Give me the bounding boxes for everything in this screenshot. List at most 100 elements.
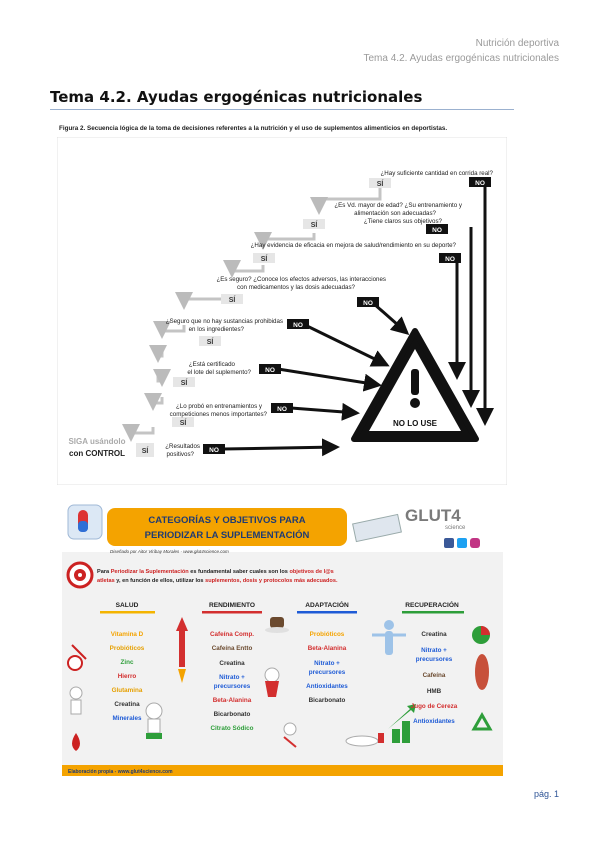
muscle-icon — [475, 654, 489, 690]
question-8a: ¿Resultados — [165, 443, 200, 450]
target-icon — [66, 561, 94, 589]
decision-flowchart: SÍ SÍ SÍ SÍ SÍ SÍ SÍ SÍ ¿Hay suficiente … — [57, 137, 507, 485]
adaptacion-item: Bicarbonato — [309, 697, 346, 704]
recuperacion-item: Antioxidantes — [413, 718, 455, 725]
supplement-box-icon — [352, 513, 402, 543]
salud-item: Glutamina — [112, 687, 143, 694]
no-label-7: NO — [277, 406, 287, 413]
intro-line-1: Para Periodizar la Suplementación es fun… — [97, 569, 334, 575]
growth-arrow-icon — [388, 704, 416, 743]
supplementation-infographic: CATEGORÍAS Y OBJETIVOS PARA PERIODIZAR L… — [62, 497, 503, 776]
recuperacion-item: precursores — [416, 656, 453, 663]
rendimiento-item: Cafeína Entto — [212, 645, 253, 652]
category-recuperacion: RECUPERACIÓN — [405, 600, 459, 609]
salud-item: Probióticos — [110, 645, 145, 652]
question-4a: ¿Es seguro? ¿Conoce los efectos adversos… — [216, 276, 386, 283]
rocket-icon — [176, 617, 188, 683]
rendimiento-item: Creatina — [219, 660, 245, 667]
question-5a: ¿Seguro que no hay sustancias prohibidas — [166, 318, 283, 325]
page-title: Tema 4.2. Ayudas ergogénicas nutricional… — [50, 88, 423, 106]
runner-icon — [283, 722, 297, 748]
category-adaptacion: ADAPTACIÓN — [305, 600, 349, 609]
question-2a: ¿Es Vd. mayor de edad? ¿Su entrenamiento… — [334, 202, 463, 209]
category-salud: SALUD — [116, 602, 139, 609]
yes-label-3: SÍ — [261, 254, 269, 263]
footer-text: Elaboración propia - www.glut4science.co… — [68, 769, 173, 775]
question-3: ¿Hay evidencia de eficacia en mejora de … — [251, 242, 457, 249]
question-4b: con medicamentos y las dosis adecuadas? — [237, 284, 356, 291]
salud-item: Creatina — [114, 701, 140, 708]
no-arrows — [222, 181, 494, 457]
category-rendimiento: RENDIMIENTO — [209, 602, 255, 609]
question-1: ¿Hay suficiente cantidad en corrida real… — [381, 170, 494, 177]
no-label-1: NO — [475, 180, 485, 187]
page-number: pág. 1 — [533, 789, 559, 799]
yes-label-4: SÍ — [229, 295, 237, 304]
salud-item: Hierro — [118, 673, 137, 680]
question-8b: positivos? — [166, 451, 194, 458]
question-6a: ¿Está certificado — [189, 361, 236, 368]
warning-label: NO LO USE — [393, 419, 438, 428]
intro-line-2: atletas y, en función de ellos, utilizar… — [97, 578, 338, 584]
question-7a: ¿Lo probó en entrenamientos y — [176, 403, 263, 410]
question-5b: en los ingredientes? — [189, 326, 245, 333]
question-2c: ¿Tiene claros sus objetivos? — [364, 218, 443, 225]
rendimiento-item: Beta-Alanina — [213, 697, 252, 704]
no-label-8: NO — [209, 447, 219, 454]
salud-item: Minerales — [112, 715, 142, 722]
human-body-icon — [372, 620, 406, 655]
brand-logo: GLUT4 — [405, 506, 461, 525]
yes-label-7: SÍ — [180, 418, 188, 427]
yes-label-2: SÍ — [311, 220, 319, 229]
rendimiento-item: Bicarbonato — [214, 711, 251, 718]
no-label-5: NO — [293, 322, 303, 329]
header-line-2: Tema 4.2. Ayudas ergogénicas nutricional… — [363, 53, 560, 64]
question-7b: competiciones menos importantes? — [170, 411, 268, 418]
adaptacion-item: Beta-Alanina — [308, 645, 347, 652]
banner-line-1: CATEGORÍAS Y OBJETIVOS PARA — [148, 515, 305, 526]
recuperacion-item: Jugo de Cereza — [411, 703, 458, 710]
salud-item: Vitamina D — [111, 631, 144, 638]
siga-label-2: con CONTROL — [69, 449, 125, 458]
pills-icon — [67, 504, 103, 540]
no-label-6: NO — [265, 367, 275, 374]
no-label-4: NO — [363, 300, 373, 307]
recuperacion-item: Nitrato + — [421, 647, 447, 654]
warning-icon — [351, 328, 479, 442]
no-label-2: NO — [432, 227, 442, 234]
rendimiento-item: precursores — [214, 683, 251, 690]
thumbs-up-figure-icon — [69, 686, 83, 715]
question-6b: el lote del suplemento? — [187, 369, 251, 376]
rendimiento-item: Nitrato + — [219, 674, 245, 681]
blood-drop-icon — [72, 733, 80, 751]
figure-caption: Figura 2. Secuencia lógica de la toma de… — [59, 125, 448, 132]
dart-icon — [67, 644, 87, 671]
rendimiento-item: Citrato Sódico — [210, 725, 253, 732]
siga-label-1: SIGA usándolo — [68, 437, 125, 446]
yes-label-5: SÍ — [207, 337, 215, 346]
adaptacion-item: Nitrato + — [314, 660, 340, 667]
yes-label-1: SÍ — [377, 179, 385, 188]
no-label-3: NO — [445, 256, 455, 263]
credit-line: Diseñado por Aitor Viribay Morales - www… — [110, 549, 229, 554]
recuperacion-item: HMB — [427, 688, 442, 695]
weight-figure-icon — [145, 702, 163, 739]
salud-item: Zinc — [121, 659, 134, 666]
pie-icon — [472, 626, 490, 644]
tired-figure-icon — [345, 733, 384, 747]
rendimiento-item: Cafeína Comp. — [210, 631, 254, 638]
recuperacion-item: Creatina — [421, 631, 447, 638]
recuperacion-item: Cafeína — [423, 672, 446, 679]
coffee-icon — [265, 617, 289, 633]
title-banner — [107, 508, 347, 546]
adaptacion-item: precursores — [309, 669, 346, 676]
title-rule — [50, 109, 514, 110]
yes-label-8: SÍ — [142, 446, 150, 455]
yes-label-6: SÍ — [181, 378, 189, 387]
question-2b: alimentación son adecuadas? — [354, 210, 436, 217]
header-line-1: Nutrición deportiva — [475, 38, 559, 49]
social-icons — [444, 538, 480, 548]
brand-sub: science — [445, 525, 466, 531]
recycle-icon — [471, 711, 493, 731]
footer-bar — [62, 765, 503, 776]
